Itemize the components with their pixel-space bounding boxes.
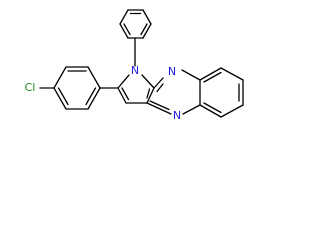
benzo-ring	[199, 67, 244, 118]
pyrrole-ring	[117, 74, 155, 104]
nitrogen-n1-label: N	[131, 64, 139, 77]
nitrogen-bottom-label: N	[173, 109, 181, 122]
molecule-structure: N N N Cl	[25, 9, 244, 122]
nitrogen-top-label: N	[168, 65, 176, 78]
chlorine-label: Cl	[25, 81, 36, 94]
chlorophenyl-ring	[53, 66, 101, 110]
pyrazine-ring	[146, 69, 201, 115]
phenyl-ring	[119, 9, 152, 39]
structure-canvas: N N N Cl	[25, 9, 244, 122]
